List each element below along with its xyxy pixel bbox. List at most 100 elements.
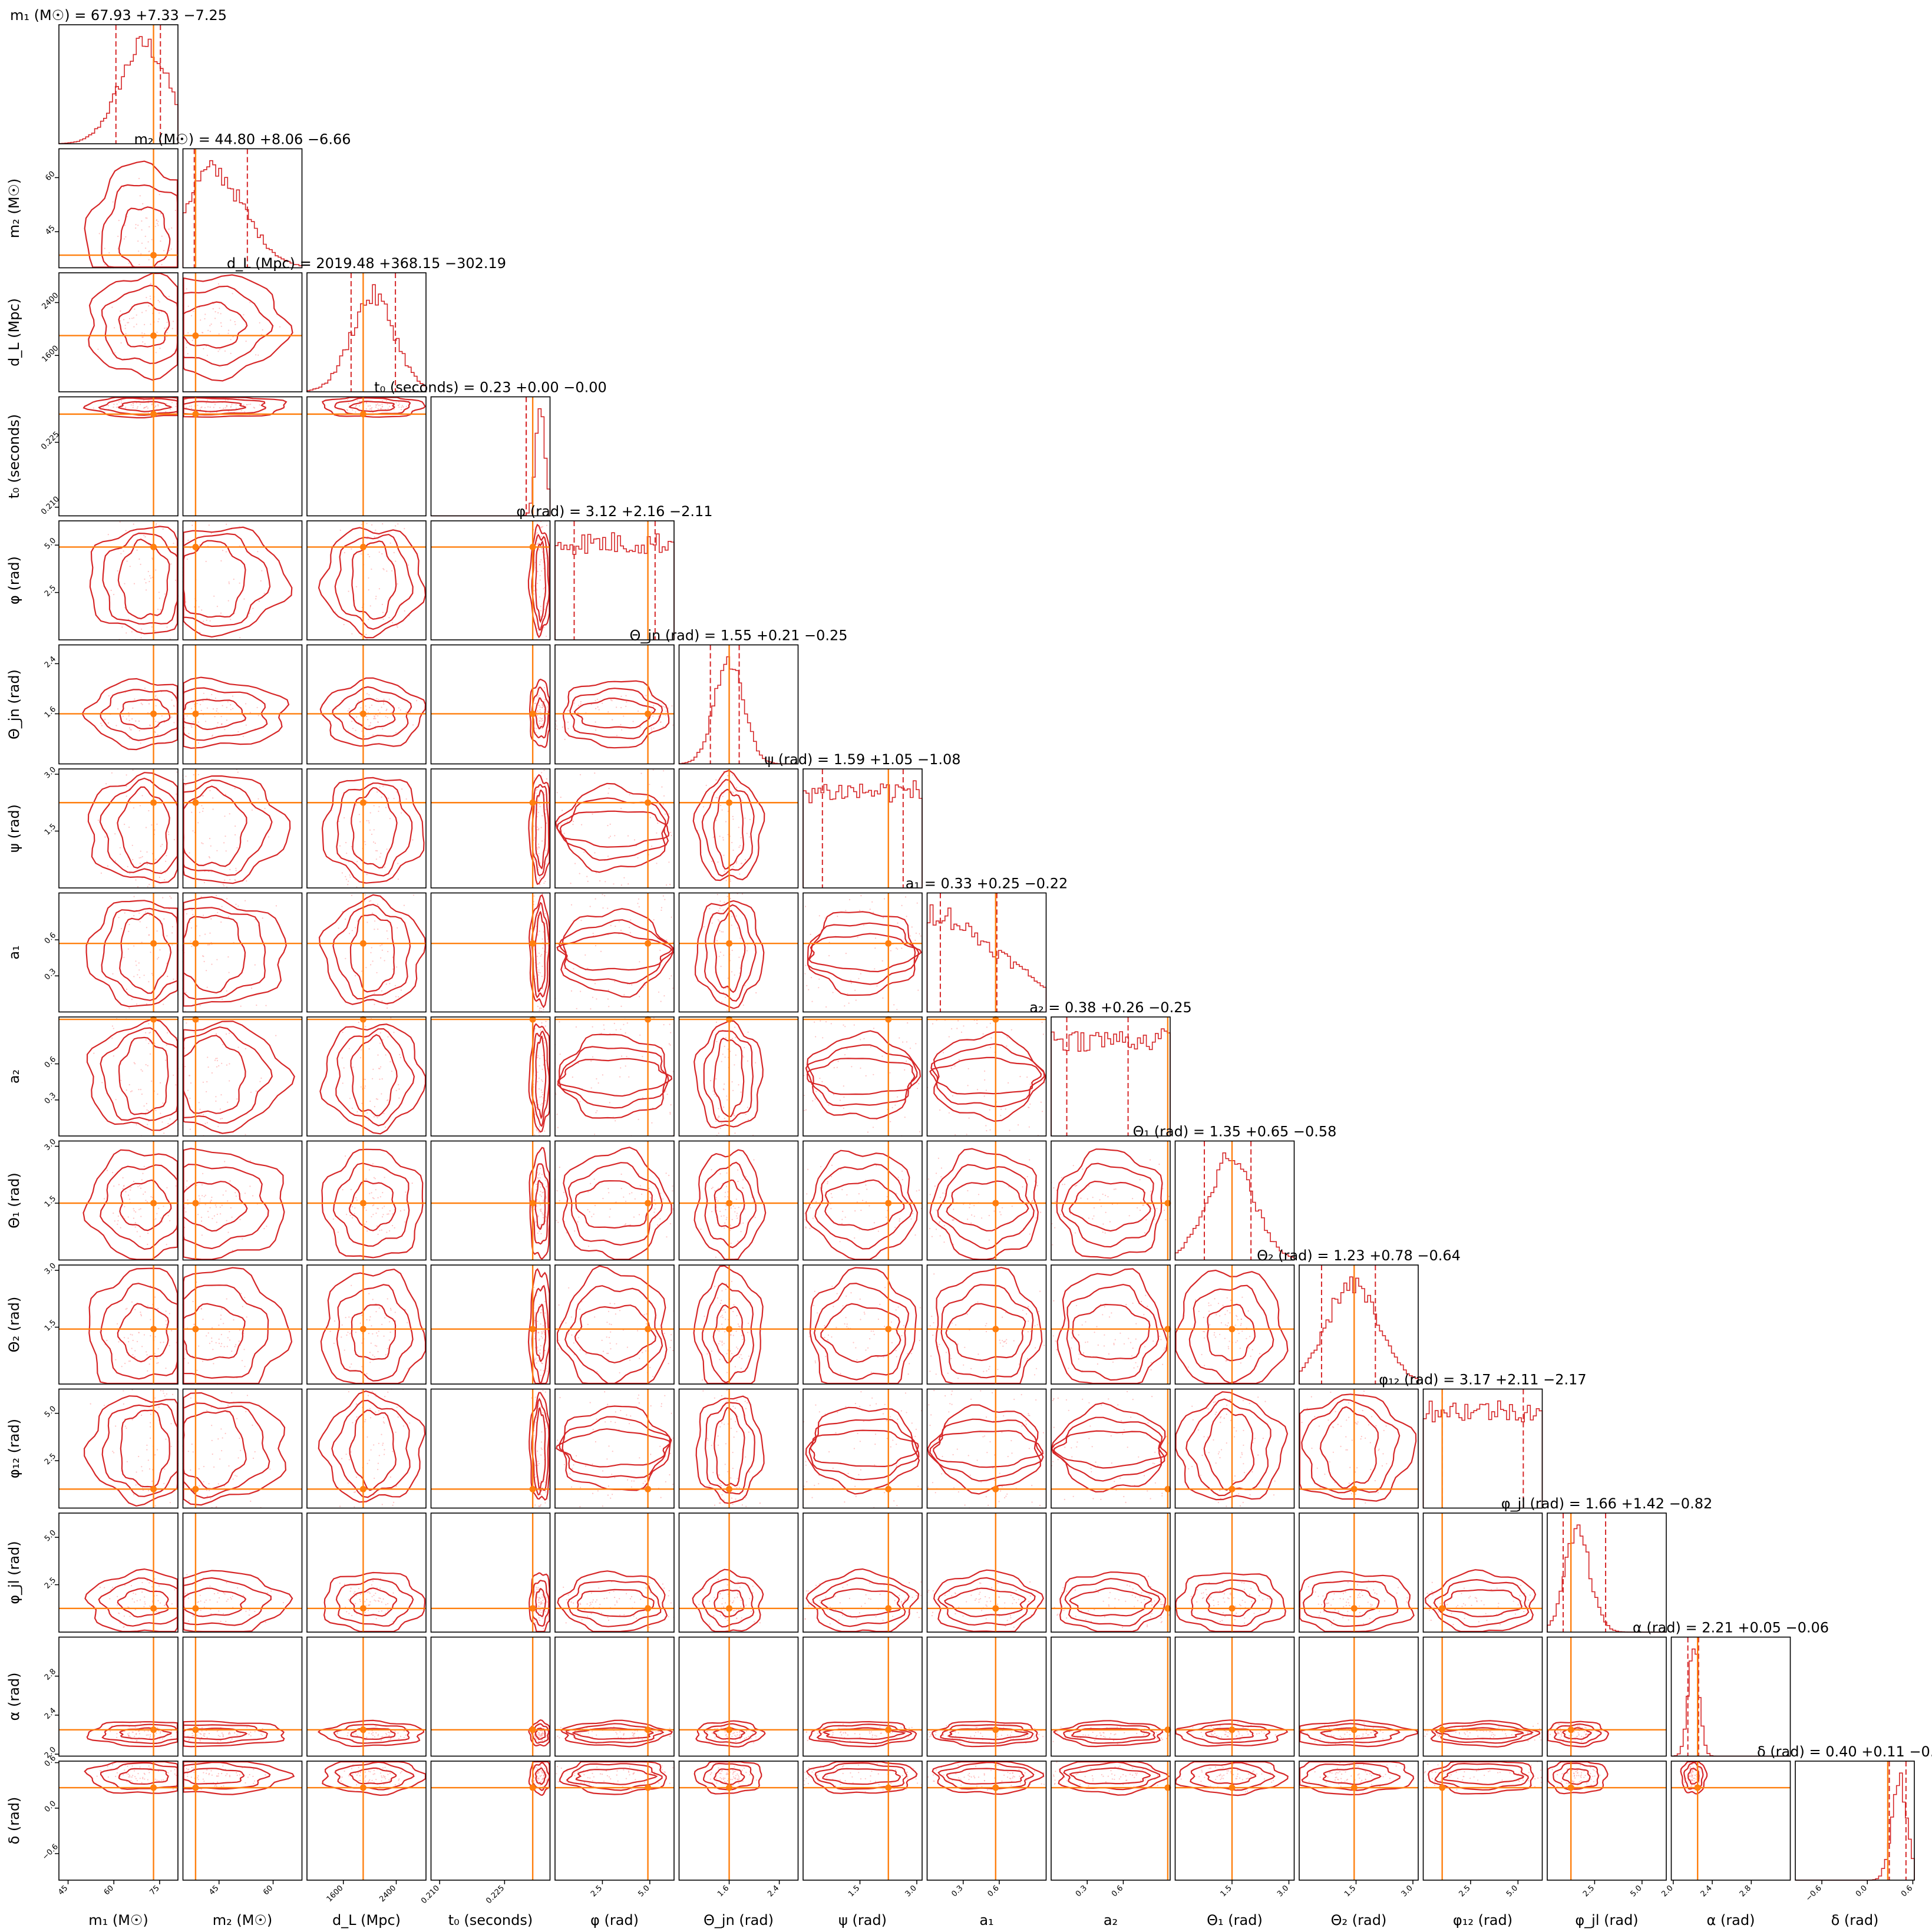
sample-dot: [608, 788, 610, 790]
sample-dot: [184, 1358, 186, 1359]
contour-5-4-0: [573, 697, 656, 729]
sample-dot: [882, 997, 884, 999]
sample-dot: [371, 912, 374, 914]
sample-dot: [1195, 1299, 1197, 1301]
contour-7-2-2: [318, 894, 427, 1005]
sample-dot: [377, 1117, 378, 1118]
sample-dot: [220, 322, 222, 324]
sample-dot: [726, 1134, 728, 1136]
sample-dot: [214, 697, 216, 699]
sample-dot: [571, 1334, 573, 1336]
sample-dot: [150, 1426, 151, 1428]
sample-dot: [384, 1449, 385, 1451]
truth-marker-7-0: [150, 940, 157, 947]
contour-3-0-1: [98, 397, 179, 416]
sample-dot: [671, 1412, 672, 1414]
sample-dot: [805, 965, 807, 966]
sample-dot: [148, 884, 150, 886]
sample-dot: [394, 985, 397, 986]
sample-dot: [540, 1494, 542, 1495]
contour-8-7-1: [930, 1043, 1045, 1108]
sample-dot: [259, 404, 260, 406]
sample-dot: [1078, 1353, 1080, 1355]
sample-dot: [155, 524, 157, 526]
sample-dot: [719, 952, 722, 953]
sample-dot: [818, 987, 820, 989]
sample-dot: [589, 1211, 590, 1213]
sample-dot: [616, 735, 618, 737]
sample-dot: [104, 1198, 105, 1200]
sample-dot: [862, 1200, 864, 1201]
sample-dot: [545, 1491, 547, 1493]
sample-dot: [542, 947, 544, 949]
sample-dot: [377, 1208, 379, 1210]
sample-dot: [609, 1102, 610, 1104]
sample-dot: [184, 1066, 186, 1068]
sample-dot: [727, 810, 729, 812]
sample-dot: [607, 1352, 609, 1355]
contour-7-4-1: [558, 919, 675, 985]
sample-dot: [381, 706, 382, 708]
sample-dot: [830, 1208, 832, 1210]
sample-dot: [337, 1231, 339, 1233]
panel-frame: [58, 1016, 179, 1137]
sample-dot: [378, 1410, 380, 1412]
sample-dot: [137, 1185, 139, 1187]
sample-dot: [711, 1445, 712, 1446]
sample-dot: [203, 1481, 204, 1482]
sample-dot: [126, 774, 127, 776]
sample-dot: [1137, 1366, 1138, 1368]
sample-dot: [226, 719, 227, 721]
sample-dot: [126, 560, 128, 562]
sample-dot: [901, 1179, 903, 1181]
sample-dot: [369, 722, 372, 724]
sample-dot: [215, 1033, 217, 1035]
sample-dot: [137, 406, 138, 408]
sample-dot: [717, 1200, 719, 1202]
sample-dot: [197, 721, 199, 723]
sample-dot: [128, 1360, 130, 1362]
sample-dot: [202, 1081, 204, 1083]
panel-frame: [430, 1140, 551, 1261]
sample-dot: [1112, 1361, 1114, 1363]
sample-dot: [630, 1415, 632, 1417]
sample-dot: [197, 404, 199, 406]
sample-dot: [226, 405, 228, 408]
sample-dot: [366, 1373, 368, 1375]
sample-dot: [712, 837, 714, 838]
sample-dot: [708, 1485, 710, 1487]
sample-dot: [381, 949, 384, 951]
sample-dot: [973, 1205, 975, 1207]
sample-dot: [897, 948, 899, 950]
contour-5-2-1: [332, 686, 412, 740]
sample-dot: [204, 407, 206, 408]
sample-dot: [141, 332, 143, 334]
sample-dot: [244, 411, 246, 412]
sample-dot: [355, 729, 356, 731]
sample-dot: [157, 957, 160, 959]
sample-dot: [1033, 1374, 1036, 1376]
contour-4-0-1: [102, 532, 179, 625]
sample-dot: [257, 798, 259, 800]
sample-dot: [224, 729, 226, 731]
sample-dot: [669, 1023, 671, 1025]
sample-dot: [381, 603, 384, 605]
sample-dot: [539, 962, 540, 964]
sample-dot: [541, 1096, 543, 1098]
sample-dot: [542, 988, 544, 990]
sample-dot: [574, 863, 576, 864]
sample-dot: [217, 1438, 219, 1440]
sample-dot: [536, 1476, 537, 1478]
y-tick-label: 1600: [41, 344, 61, 364]
sample-dot: [97, 820, 99, 821]
sample-dot: [541, 1331, 543, 1333]
sample-dot: [715, 820, 717, 821]
truth-marker-6-5: [726, 799, 733, 806]
sample-dot: [539, 1204, 541, 1206]
histogram-1: [182, 160, 303, 268]
sample-dot: [361, 1342, 363, 1344]
sample-dot: [120, 320, 121, 322]
sample-dot: [164, 871, 166, 874]
panel-frame: [182, 1016, 303, 1137]
sample-dot: [653, 1199, 655, 1201]
